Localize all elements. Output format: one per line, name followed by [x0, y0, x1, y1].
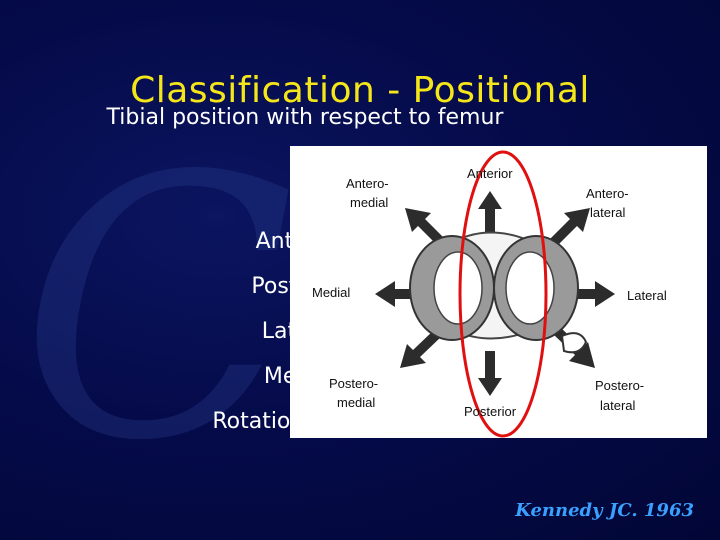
arrow-posterior: [478, 351, 502, 396]
label-posterior: Posterior: [464, 404, 517, 419]
label-anterolateral: Antero-: [586, 186, 629, 201]
slide-title: Classification - Positional: [130, 70, 590, 111]
label-posterolateral: lateral: [600, 398, 636, 413]
slide-subtitle: Tibial position with respect to femur: [106, 105, 504, 130]
arrow-anteromedial: [405, 208, 445, 246]
label-posteromedial: medial: [337, 395, 375, 410]
label-anteromedial: medial: [350, 195, 388, 210]
label-anteromedial: Antero-: [346, 176, 389, 191]
tibial-position-diagram: Anterior Antero- medial Antero- lateral …: [290, 146, 707, 438]
arrow-medial: [375, 281, 425, 307]
citation: Kennedy JC. 1963: [515, 500, 694, 521]
arrow-lateral: [568, 281, 615, 307]
label-anterior: Anterior: [467, 166, 513, 181]
arrow-anterior: [478, 191, 502, 234]
femur-condyles: [409, 231, 588, 354]
arrow-anterolateral: [550, 208, 590, 246]
label-lateral: Lateral: [627, 288, 667, 303]
label-posterolateral: Postero-: [595, 378, 644, 393]
diagram-svg: Anterior Antero- medial Antero- lateral …: [312, 150, 667, 438]
arrow-posteromedial: [400, 329, 442, 368]
label-medial: Medial: [312, 285, 350, 300]
label-posteromedial: Postero-: [329, 376, 378, 391]
anterior-posterior-highlight: [458, 150, 548, 438]
label-anterolateral: lateral: [590, 205, 626, 220]
